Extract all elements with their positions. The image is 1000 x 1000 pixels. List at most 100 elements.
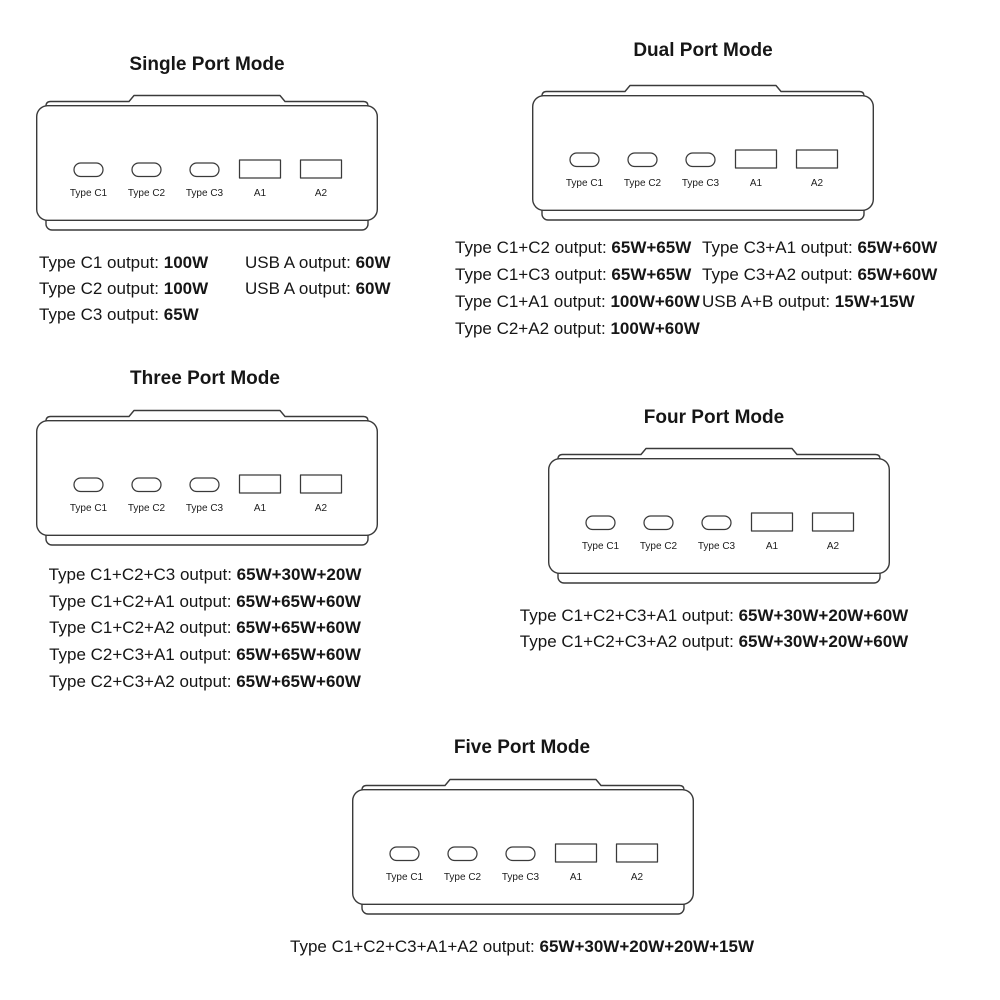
three-port-outputs: Type C1+C2+C3 output: 65W+30W+20W Type C… [25,562,385,696]
output-value: 65W [163,305,199,324]
charger-illustration-dual: Type C1 Type C2 Type C3 A1 A2 [532,84,874,221]
port-label-type-c2: Type C2 [444,872,482,883]
port-label-a2: A2 [315,503,328,514]
port-label-a2: A2 [827,541,840,552]
port-a1 [238,159,282,179]
output-value: 65W+60W [857,238,938,257]
port-label-type-c3: Type C3 [186,188,224,199]
port-a2 [811,512,855,532]
port-label-type-c1: Type C1 [582,541,620,552]
port-a1 [750,512,794,532]
port-label-type-c2: Type C2 [624,178,662,189]
port-label-type-c1: Type C1 [566,178,604,189]
port-a1 [238,474,282,494]
port-a2 [299,474,343,494]
section-title-four-port-mode: Four Port Mode [643,407,785,428]
output-spec: Type C3+A2 output: 65W+60W [702,261,937,288]
port-type-c3 [701,515,732,531]
output-value: 65W+65W+60W [236,645,361,665]
output-label: Type C1+C2+C3 output: [48,565,237,584]
port-label-type-c2: Type C2 [128,503,166,514]
output-label: USB A output: [245,253,356,272]
dual-port-outputs-col2: Type C3+A1 output: 65W+60W Type C3+A2 ou… [702,234,937,315]
output-spec: USB A output: 60W [245,250,391,276]
output-label: USB A output: [245,279,356,298]
output-value: 15W+15W [834,292,915,311]
port-type-c3 [505,846,536,862]
port-type-c2 [131,162,162,178]
port-label-type-c1: Type C1 [70,188,108,199]
output-spec: Type C3+A1 output: 65W+60W [702,234,937,261]
port-label-a1: A1 [570,872,583,883]
charger-illustration-single: Type C1 Type C2 Type C3 A1 A2 [36,94,378,231]
port-label-type-c3: Type C3 [502,872,540,883]
output-label: Type C3+A1 output: [702,238,858,257]
output-label: Type C1+C2+C3+A1+A2 output: [290,937,540,956]
port-type-c2 [643,515,674,531]
output-label: USB A+B output: [702,292,835,311]
section-title-five-port-mode: Five Port Mode [453,737,591,758]
port-label-a1: A1 [254,503,267,514]
output-value: 100W [163,279,209,298]
output-spec: Type C1+C2+C3+A1 output: 65W+30W+20W+60W [494,603,934,629]
port-label-a1: A1 [750,178,763,189]
four-port-outputs: Type C1+C2+C3+A1 output: 65W+30W+20W+60W… [494,603,934,655]
output-label: Type C1+C2+A1 output: [49,591,237,611]
output-value: 100W+60W [610,319,700,338]
output-spec: Type C1+C3 output: 65W+65W [455,261,700,288]
port-type-c1 [73,477,104,493]
port-label-a2: A2 [811,178,824,189]
output-spec: Type C2+A2 output: 100W+60W [455,315,700,342]
output-spec: Type C1 output: 100W [39,250,208,276]
output-label: Type C2+A2 output: [455,319,611,338]
port-a1 [734,149,778,169]
output-spec: Type C3 output: 65W [39,302,208,328]
output-spec: Type C2+C3+A1 output: 65W+65W+60W [25,642,385,669]
output-value: 65W+30W+20W+20W+15W [539,937,754,956]
single-port-outputs-col1: Type C1 output: 100W Type C2 output: 100… [39,250,208,328]
port-label-type-c3: Type C3 [186,503,224,514]
output-value: 100W [163,253,209,272]
output-label: Type C3 output: [39,305,164,324]
port-type-c1 [389,846,420,862]
port-type-c1 [73,162,104,178]
output-label: Type C1+C2 output: [455,238,612,257]
output-spec: Type C1+C2+C3+A2 output: 65W+30W+20W+60W [494,629,934,655]
output-spec: Type C1+C2+C3 output: 65W+30W+20W [25,562,385,589]
output-spec: USB A output: 60W [245,276,391,302]
output-value: 60W [355,279,391,298]
port-label-type-c2: Type C2 [128,188,166,199]
output-label: Type C2+C3+A1 output: [49,645,237,665]
section-title-single-port-mode: Single Port Mode [129,54,285,75]
charger-illustration-three: Type C1 Type C2 Type C3 A1 A2 [36,409,378,546]
output-spec: USB A+B output: 15W+15W [702,288,937,315]
port-type-c1 [569,152,600,168]
output-value: 65W+60W [857,265,938,284]
dual-port-outputs-col1: Type C1+C2 output: 65W+65W Type C1+C3 ou… [455,234,700,342]
section-title-dual-port-mode: Dual Port Mode [633,40,773,61]
output-spec: Type C1+C2+A1 output: 65W+65W+60W [25,589,385,616]
port-type-c2 [131,477,162,493]
output-value: 65W+65W [611,238,692,257]
five-port-outputs: Type C1+C2+C3+A1+A2 output: 65W+30W+20W+… [272,933,772,961]
port-type-c1 [585,515,616,531]
single-port-outputs-col2: USB A output: 60W USB A output: 60W [245,250,391,302]
port-label-type-c2: Type C2 [640,541,678,552]
output-label: Type C3+A2 output: [702,265,858,284]
output-label: Type C1+C2+C3+A2 output: [519,632,739,651]
port-label-type-c3: Type C3 [698,541,736,552]
port-a2 [299,159,343,179]
output-label: Type C1 output: [39,253,164,272]
port-label-type-c1: Type C1 [70,503,108,514]
output-value: 65W+30W+20W+60W [738,632,909,651]
output-spec: Type C2+C3+A2 output: 65W+65W+60W [25,669,385,696]
output-value: 60W [355,253,391,272]
output-value: 65W+30W+20W+60W [738,606,909,625]
port-a2 [795,149,839,169]
port-label-type-c1: Type C1 [386,872,424,883]
output-label: Type C2+C3+A2 output: [49,671,237,691]
section-title-three-port-mode: Three Port Mode [130,368,280,389]
output-label: Type C1+C2+A2 output: [49,618,237,638]
output-value: 100W+60W [610,292,700,311]
port-label-a2: A2 [631,872,644,883]
